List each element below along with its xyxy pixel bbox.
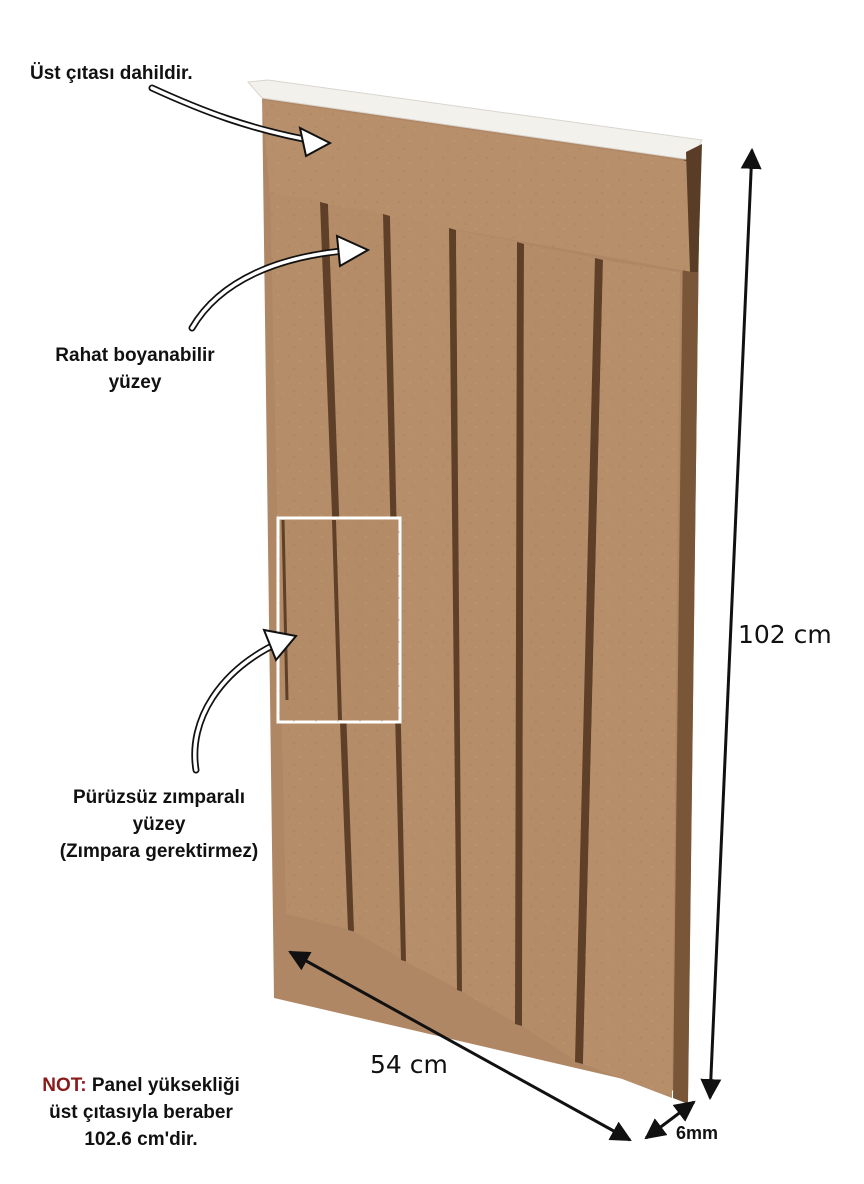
thickness-dimension-arrow xyxy=(644,1100,696,1140)
note-keyword: NOT: xyxy=(42,1075,87,1096)
height-dimension-label: 102 cm xyxy=(738,620,832,649)
plank-5 xyxy=(522,244,603,1064)
height-dimension-arrow xyxy=(700,147,762,1101)
plank-4 xyxy=(456,230,524,1026)
label-top-strip: Üst çıtası dahildir. xyxy=(30,63,193,84)
panel-edge xyxy=(673,150,700,1104)
thickness-dimension-label: 6mm xyxy=(676,1123,719,1143)
label-sanded-surface: Pürüzsüz zımparalı yüzey (Zımpara gerekt… xyxy=(30,784,288,865)
arrow-top-strip xyxy=(148,84,333,158)
arrow-sanded xyxy=(191,628,298,774)
plank-6 xyxy=(583,260,680,1098)
note-line2: üst çıtasıyla beraber xyxy=(49,1102,233,1123)
label-sanded-line2: yüzey xyxy=(132,814,186,835)
note-line1: Panel yüksekliği xyxy=(91,1075,240,1096)
arrow-paintable xyxy=(188,234,371,332)
surface-closeup-inset xyxy=(276,516,402,724)
label-sanded-line1: Pürüzsüz zımparalı xyxy=(72,787,246,808)
width-dimension-arrow xyxy=(288,950,632,1142)
label-paintable-surface: Rahat boyanabilir yüzey xyxy=(30,342,240,396)
height-note: NOT: Panel yüksekliği üst çıtasıyla bera… xyxy=(10,1072,272,1153)
label-paintable-line2: yüzey xyxy=(108,372,162,393)
width-dimension-label: 54 cm xyxy=(370,1050,448,1079)
note-line3: 102.6 cm'dir. xyxy=(84,1129,198,1150)
label-paintable-line1: Rahat boyanabilir xyxy=(55,345,215,366)
label-sanded-line3: (Zımpara gerektirmez) xyxy=(59,841,259,862)
plank-3 xyxy=(390,216,463,992)
